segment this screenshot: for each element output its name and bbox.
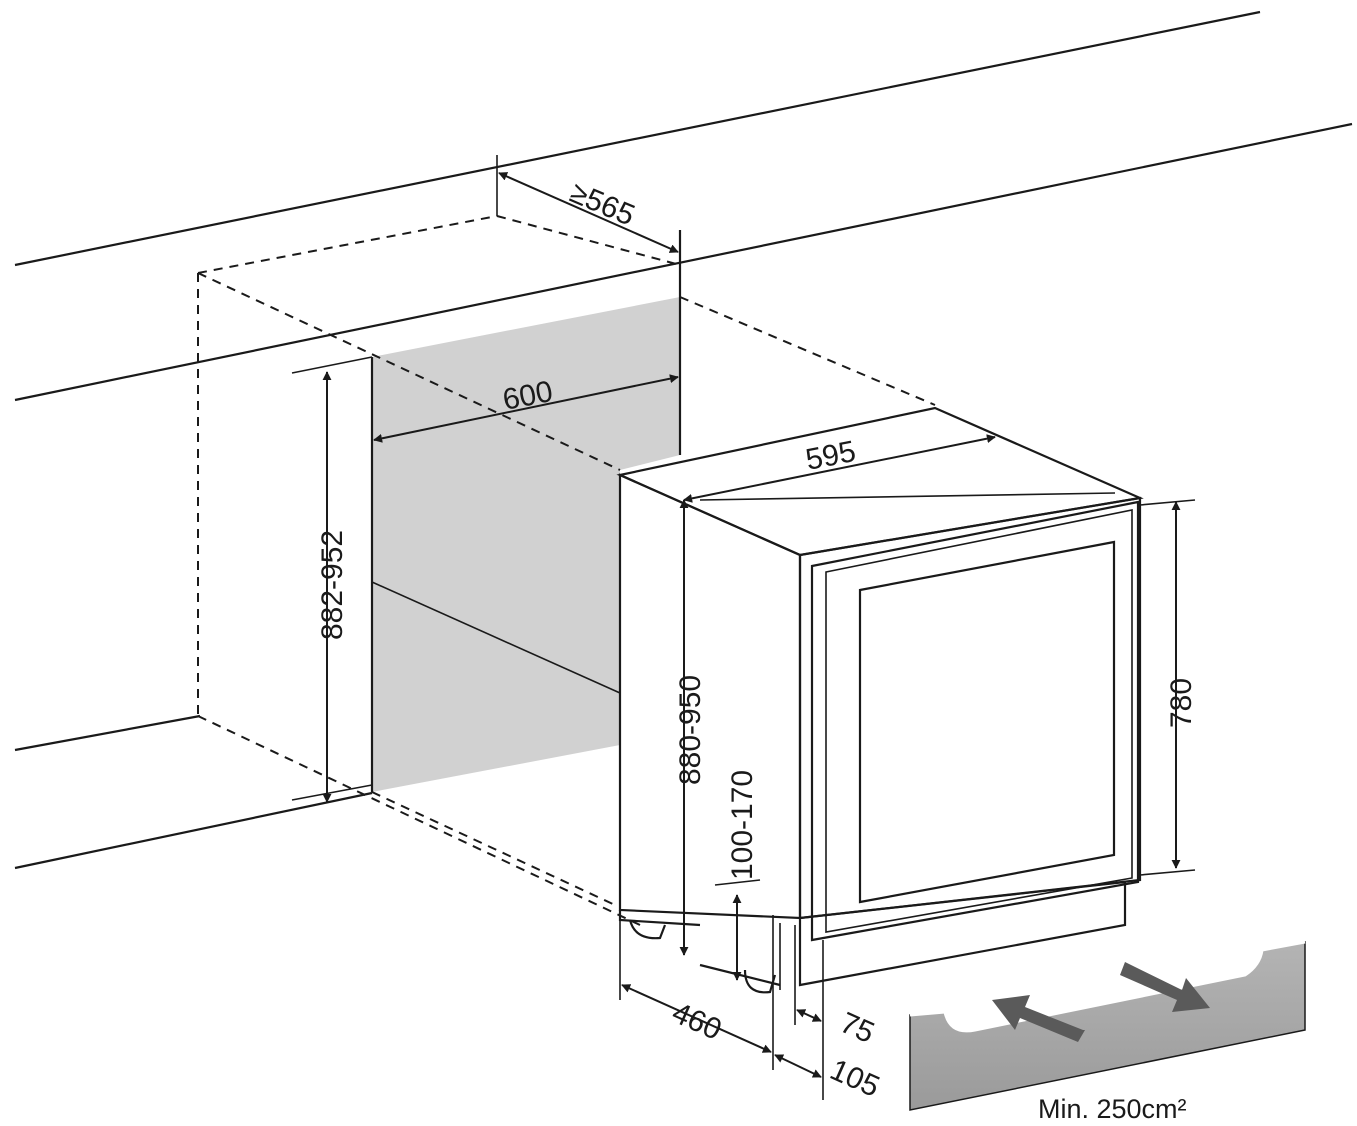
unit-width-label: 595 (803, 435, 858, 477)
ventilation-caption: Min. 250cm² (1038, 1094, 1187, 1124)
countertop (14, 10, 1353, 402)
plinth-grille (909, 940, 1306, 1111)
airflow-arrows (992, 962, 1210, 1042)
door-offset-label: 75 (835, 1006, 879, 1050)
plinth-offset-label: 105 (825, 1053, 884, 1104)
unit-depth-label: 460 (667, 996, 726, 1047)
dimension-arrows (322, 172, 1181, 1078)
niche-height-label: 882-952 (316, 530, 349, 640)
plinth-height-label: 100-170 (726, 770, 759, 880)
niche-depth-label: ≥565 (565, 176, 639, 232)
floor-lines (14, 714, 373, 870)
extension-lines (291, 155, 1196, 1100)
niche-back-panel (370, 230, 682, 792)
unit-height-label: 880-950 (674, 675, 707, 785)
door-height-label: 780 (1165, 678, 1198, 728)
